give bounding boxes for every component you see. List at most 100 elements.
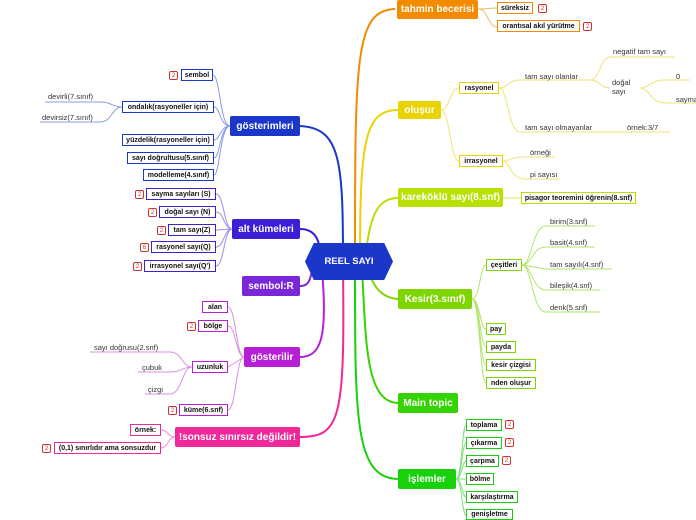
label-devirsiz: devirsiz(7.sınıf) (42, 113, 93, 122)
subtopic-cesitleri[interactable]: çeşitleri (486, 259, 522, 271)
subtopic-label: çıkarma (470, 439, 498, 447)
label-kesir-type: tam sayılı(4.snf) (550, 260, 604, 269)
subtopic-label: orantısal akıl yürütme (502, 22, 575, 30)
count-badge[interactable]: 2 (538, 4, 547, 13)
topic-kesir[interactable]: Kesir(3.sınıf) (398, 289, 472, 309)
subtopic-tam-sayi[interactable]: tam sayı(Z) (168, 224, 216, 236)
subtopic-ornek[interactable]: örnek: (130, 424, 161, 436)
topic-label: Kesir(3.sınıf) (404, 293, 466, 305)
topic-karekoklu-sayi[interactable]: kareköklü sayı(8.snf) (398, 188, 503, 207)
topic-label: gösterimleri (236, 120, 294, 132)
label-kesir-type: birim(3.snf) (550, 217, 588, 226)
topic-tahmin-becerisi[interactable]: tahmin becerisi (397, 0, 478, 19)
subtopic-label: bölge (203, 322, 223, 330)
subtopic-sureksiz[interactable]: süreksiz (497, 2, 533, 14)
label-dogal-sayi: doğal sayı (612, 78, 631, 96)
subtopic-label: (0,1) sınırlıdır ama sonsuzdur (58, 444, 157, 452)
subtopic-label: rasyonel sayı(Q) (156, 243, 211, 251)
topic-sonsuz-sinirsiz[interactable]: !sonsuz sınırsız değildir! (175, 427, 300, 447)
subtopic-label: toplama (470, 421, 498, 429)
subtopic-yuzdelik[interactable]: yüzdelik(rasyoneller için) (122, 134, 214, 146)
topic-label: !sonsuz sınırsız değildir! (178, 431, 297, 443)
subtopic-label: pay (489, 325, 503, 333)
subtopic-sembol[interactable]: sembol (181, 69, 213, 81)
count-badge[interactable]: 2 (133, 262, 142, 271)
subtopic-label: çeşitleri (490, 261, 518, 269)
subtopic-kume[interactable]: küme(6.snf) (179, 404, 228, 416)
subtopic-orantisal[interactable]: orantısal akıl yürütme (497, 20, 580, 32)
subtopic-bolme[interactable]: bölme (466, 473, 494, 485)
central-topic[interactable]: REEL SAYI (305, 243, 393, 280)
count-badge[interactable]: 2 (168, 406, 177, 415)
subtopic-alan[interactable]: alan (202, 301, 228, 313)
subtopic-rasyonel[interactable]: rasyonel (459, 82, 499, 94)
topic-gosterilir[interactable]: gösterilir (244, 347, 300, 367)
subtopic-sayma-sayilari[interactable]: sayma sayıları (S) (146, 188, 216, 200)
subtopic-kesir-cizgisi[interactable]: kesir çizgisi (486, 359, 536, 371)
count-badge[interactable]: 2 (157, 226, 166, 235)
count-badge[interactable]: 2 (583, 22, 592, 31)
topic-label: Main topic (403, 397, 453, 409)
subtopic-karsilastirma[interactable]: karşılaştırma (466, 491, 518, 503)
subtopic-label: kesir çizgisi (491, 361, 531, 369)
topic-sembol-r[interactable]: sembol:R (242, 276, 300, 296)
subtopic-rasyonel-sayi[interactable]: rasyonel sayı(Q) (151, 241, 216, 253)
topic-label: gösterilir (250, 351, 294, 363)
topic-alt-kumeleri[interactable]: alt kümeleri (232, 219, 300, 239)
topic-label: tahmin becerisi (400, 4, 475, 15)
label-cubuk: çubuk (142, 363, 163, 372)
label-ornegi: örneği (530, 148, 551, 157)
central-topic-label: REEL SAYI (324, 256, 374, 267)
count-badge[interactable]: 2 (505, 438, 514, 447)
count-badge[interactable]: 2 (42, 444, 51, 453)
topic-main-topic[interactable]: Main topic (398, 393, 458, 413)
topic-islemler[interactable]: işlemler (398, 469, 456, 489)
count-badge[interactable]: 2 (148, 208, 157, 217)
label-tam-sayi-olanlar: tam sayı olanlar (525, 72, 578, 81)
label-devirli: devirli(7.sınıf) (48, 92, 94, 101)
subtopic-label: tam sayı(Z) (173, 226, 211, 234)
subtopic-uzunluk[interactable]: uzunluk (192, 361, 228, 373)
subtopic-label: pisagor teoremini öğrenin(8.snf) (524, 194, 633, 202)
subtopic-label: nden oluşur (490, 379, 532, 387)
count-badge[interactable]: 2 (135, 190, 144, 199)
subtopic-label: örnek: (134, 426, 157, 434)
subtopic-modelleme[interactable]: modelleme(4.sınıf) (143, 169, 214, 181)
subtopic-label: doğal sayı (N) (164, 208, 211, 216)
subtopic-label: uzunluk (196, 363, 224, 371)
subtopic-sinirli-sonsuz[interactable]: (0,1) sınırlıdır ama sonsuzdur (54, 442, 161, 454)
subtopic-label: alan (207, 303, 222, 311)
subtopic-dogal-sayi[interactable]: doğal sayı (N) (159, 206, 216, 218)
subtopic-label: irrasyonel sayı(Q') (149, 262, 211, 270)
subtopic-sayi-dogrultusu[interactable]: sayı doğrultusu(5.sınıf) (127, 152, 214, 164)
count-badge[interactable]: 2 (502, 456, 511, 465)
subtopic-label: genişletme (471, 511, 508, 518)
subtopic-ondalik[interactable]: ondalık(rasyoneller için) (122, 101, 214, 113)
subtopic-cikarma[interactable]: çıkarma (466, 437, 502, 449)
subtopic-bolge[interactable]: bölge (198, 320, 228, 332)
count-badge[interactable]: 6 (140, 243, 149, 252)
label-negatif-tam-sayi: negatif tam sayı (613, 47, 666, 56)
subtopic-label: küme(6.snf) (183, 406, 224, 414)
subtopic-nden-olusur[interactable]: nden oluşur (486, 377, 536, 389)
topic-label: kareköklü sayı(8.snf) (401, 192, 500, 203)
subtopic-label: rasyonel (464, 84, 494, 92)
subtopic-toplama[interactable]: toplama (466, 419, 502, 431)
subtopic-pisagor[interactable]: pisagor teoremini öğrenin(8.snf) (521, 192, 636, 204)
label-tam-sayi-olmayanlar: tam sayı olmayanlar (525, 123, 593, 132)
topic-olusur[interactable]: oluşur (398, 101, 441, 119)
count-badge[interactable]: 2 (505, 420, 514, 429)
subtopic-payda[interactable]: payda (486, 341, 516, 353)
subtopic-carpma[interactable]: çarpma (466, 455, 499, 467)
subtopic-pay[interactable]: pay (486, 323, 506, 335)
subtopic-genisletme[interactable]: genişletme (466, 509, 513, 520)
subtopic-label: süreksiz (500, 4, 530, 12)
subtopic-irrasyonel-sayi[interactable]: irrasyonel sayı(Q') (144, 260, 216, 272)
label-sifir: 0 (676, 72, 681, 81)
subtopic-irrasyonel[interactable]: irrasyonel (459, 155, 503, 167)
subtopic-label: yüzdelik(rasyoneller için) (126, 136, 210, 144)
count-badge[interactable]: 2 (187, 322, 196, 331)
topic-gosterimleri[interactable]: gösterimleri (230, 116, 300, 136)
count-badge[interactable]: 2 (169, 71, 178, 80)
